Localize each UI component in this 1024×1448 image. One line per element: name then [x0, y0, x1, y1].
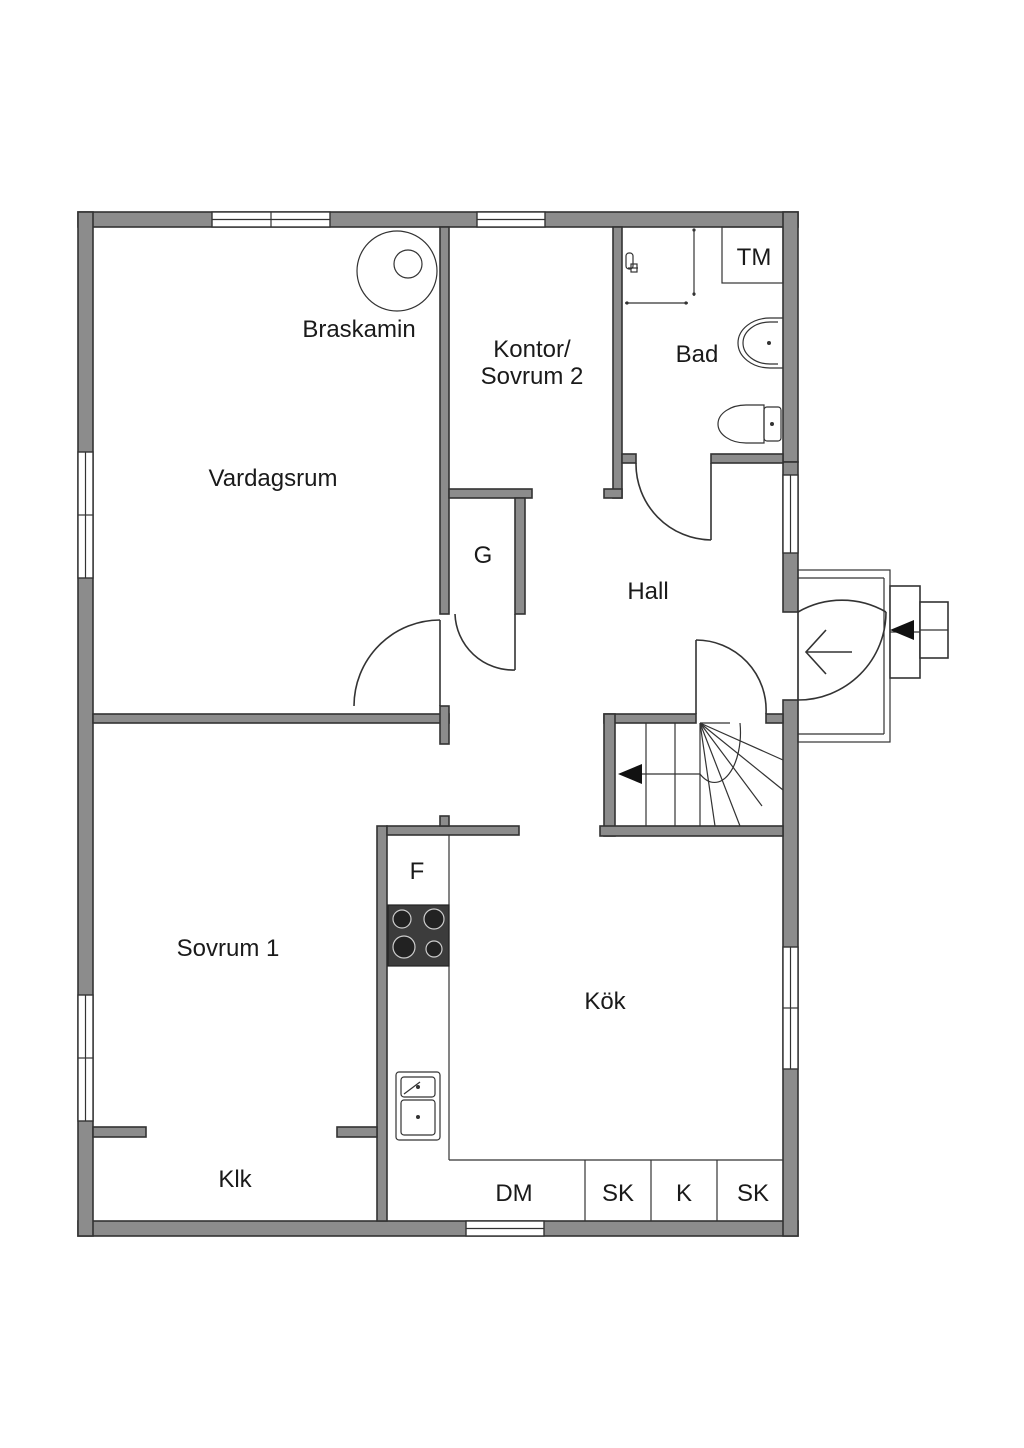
- entrance-arrow-icon: [890, 620, 914, 640]
- wall-right-bath: [782, 211, 799, 463]
- label-kontor-line2: Sovrum 2: [481, 363, 584, 390]
- windows: [77, 211, 799, 1237]
- wall-bath-bottom-left: [621, 453, 637, 464]
- porch-outline: [797, 569, 891, 743]
- label-braskamin: Braskamin: [302, 316, 415, 343]
- wall-klk-left: [92, 1126, 147, 1138]
- fireplace-icon: [356, 230, 438, 312]
- wall-bath-bottom-right: [710, 453, 784, 464]
- wall-stair-bottom: [599, 825, 784, 837]
- washing-machine-box: [721, 226, 784, 284]
- wall-stair-left: [603, 713, 616, 837]
- wall-stair-top-right: [765, 713, 784, 724]
- bathroom-fixtures: [625, 226, 784, 444]
- staircase: [618, 722, 784, 827]
- wall-living-bedroom: [92, 713, 450, 724]
- shower-head-icon: [625, 252, 638, 273]
- label-kok: Kök: [584, 988, 626, 1015]
- wall-office-bath-end: [603, 488, 623, 499]
- entrance-porch: [797, 569, 949, 743]
- sink-icon: [737, 317, 783, 369]
- stove-icon: [387, 904, 450, 967]
- label-klk: Klk: [218, 1166, 252, 1193]
- interior-walls: [92, 226, 784, 1222]
- label-sk-2: SK: [737, 1180, 769, 1207]
- label-bad: Bad: [676, 341, 719, 368]
- wall-divider-stub: [439, 705, 450, 745]
- label-vardagsrum: Vardagsrum: [209, 465, 338, 492]
- wall-kitchen-top-stub: [439, 815, 450, 827]
- room-labels: Braskamin Vardagsrum Kontor/ Sovrum 2 Ba…: [177, 244, 772, 1207]
- wall-kitchen-top: [386, 825, 520, 836]
- label-dm: DM: [495, 1180, 532, 1207]
- stair-arrow-icon: [618, 764, 642, 784]
- label-sk-1: SK: [602, 1180, 634, 1207]
- label-hall: Hall: [627, 578, 668, 605]
- wall-bottom: [77, 1220, 799, 1237]
- wall-living-office: [439, 226, 450, 615]
- toilet-icon: [717, 404, 782, 444]
- label-f: F: [410, 858, 425, 885]
- doors: [353, 462, 887, 715]
- label-g: G: [474, 542, 493, 569]
- kitchen-fixtures: [387, 835, 783, 1221]
- label-k: K: [676, 1180, 692, 1207]
- wall-stair-top: [603, 713, 697, 724]
- label-tm: TM: [737, 244, 772, 271]
- label-kontor-line1: Kontor/: [493, 336, 571, 363]
- wall-top: [77, 211, 799, 228]
- wall-office-bottom: [448, 488, 533, 499]
- label-sovrum1: Sovrum 1: [177, 935, 280, 962]
- kitchen-sink-icon: [395, 1071, 441, 1141]
- wall-bedroom-kitchen: [376, 825, 388, 1222]
- wall-closet-right: [514, 497, 526, 615]
- wall-office-bath: [612, 226, 623, 499]
- wall-klk-right: [336, 1126, 378, 1138]
